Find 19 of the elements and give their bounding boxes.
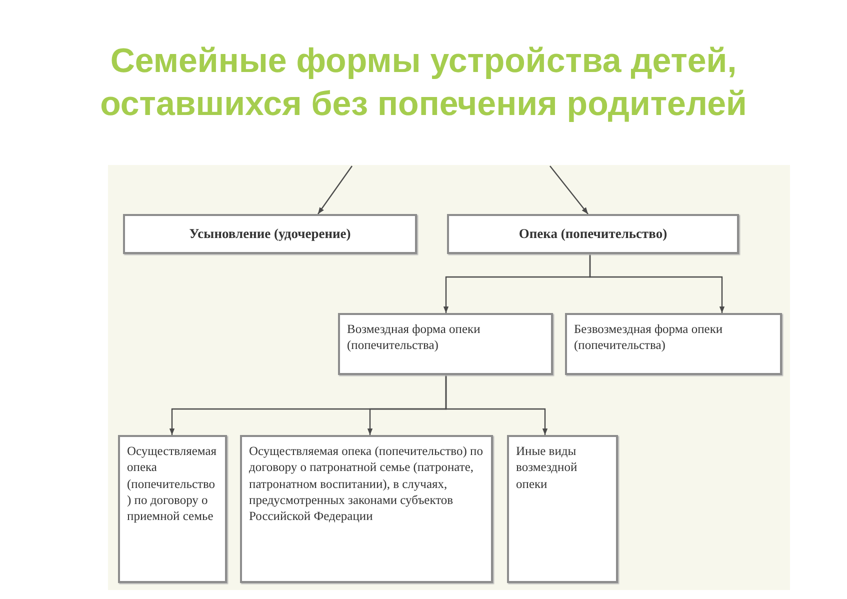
process-box (240, 435, 493, 583)
box-text: Безвозмездная форма опеки (попечительства) (574, 321, 724, 354)
process-box (507, 435, 618, 583)
box-text: Усыновление (удочерение) (188, 226, 352, 242)
arrow (445, 375, 548, 435)
title: Семейные формы устройства детей, оставшихся без попечения родителей (99, 41, 748, 125)
box-text: Осуществляемая опека (попечительство) по договору о патронатной семье (патронате, патронатном воспитании), в случаях, предусмотренных законами субъектов Российской Федерации (249, 443, 484, 524)
process-box (338, 313, 553, 375)
arrow (550, 166, 588, 214)
box-text: Возмездная форма опеки (попечительства) (347, 321, 482, 354)
arrow (318, 166, 352, 214)
process-box (118, 435, 227, 583)
process-box (565, 313, 782, 375)
box-text: Опека (попечительство) (518, 226, 668, 242)
process-box (447, 214, 739, 254)
arrow (589, 254, 725, 313)
box-text: Осуществляемая опека (попечительство) по договору о приемной семье (127, 443, 218, 524)
process-box (123, 214, 417, 254)
box-text: Иные виды возмездной опеки (516, 443, 578, 492)
